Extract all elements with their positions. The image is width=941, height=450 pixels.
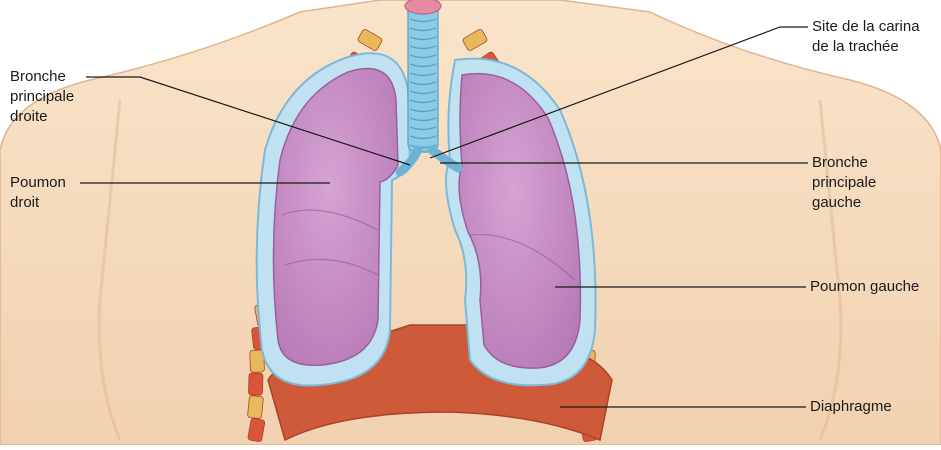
label-line: droite: [10, 107, 74, 127]
label-line: Poumon: [10, 173, 66, 193]
rib-segment: [248, 373, 263, 395]
trachea: [405, 0, 441, 152]
label-line: droit: [10, 193, 66, 213]
label-line: Bronche: [812, 153, 876, 173]
label-line: principale: [10, 87, 74, 107]
label-line: de la trachée: [812, 37, 920, 57]
label-site-carina: Site de la carina de la trachée: [812, 17, 920, 57]
rib-segment: [247, 395, 263, 418]
label-line: principale: [812, 173, 876, 193]
label-diaphragme: Diaphragme: [810, 397, 892, 417]
label-poumon-gauche: Poumon gauche: [810, 277, 919, 297]
label-poumon-droit: Poumon droit: [10, 173, 66, 213]
label-line: gauche: [812, 193, 876, 213]
larynx: [405, 0, 441, 14]
label-bronche-principale-gauche: Bronche principale gauche: [812, 153, 876, 213]
label-line: Site de la carina: [812, 17, 920, 37]
label-bronche-principale-droite: Bronche principale droite: [10, 67, 74, 127]
label-line: Bronche: [10, 67, 74, 87]
